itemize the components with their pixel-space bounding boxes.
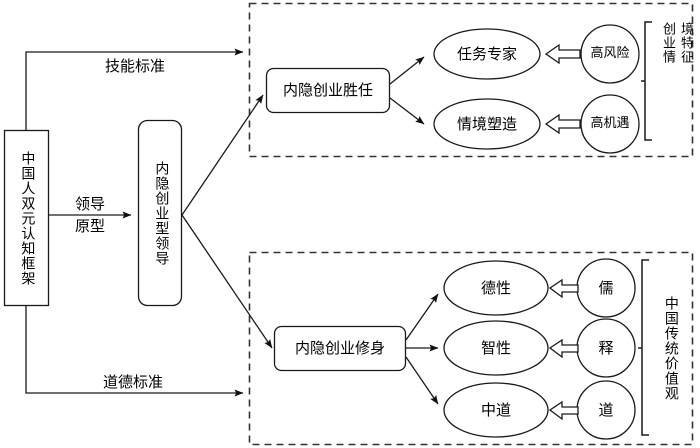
block-arrow-taoism [548,400,579,421]
bottom-group-dashed-border [248,251,694,446]
ellipse-middle-way-label: 中道 [480,400,511,419]
ellipse-wisdom [443,320,549,376]
block-arrow-high-risk [544,43,581,65]
circle-high-opportunity-label: 高机遇 [590,115,630,131]
block-arrow-high-opportunity [544,113,581,135]
edge-label-leader-prototype-line1: 领导 [74,194,105,213]
edge-leader-to-cultivation [181,214,273,349]
circle-high-opportunity [580,94,640,154]
circle-buddhism-label: 释 [598,338,614,357]
root-node-label: 中国人双元认知框架 [19,150,36,286]
bracket-bottom-group [638,259,649,436]
ellipse-context-shaping-label: 情境塑造 [456,114,517,133]
ellipse-virtue [443,260,549,316]
ellipse-task-expert [433,28,541,80]
block-arrow-buddhism [548,338,579,359]
top-group-dashed-border [248,2,694,158]
edge-cultivation-to-virtue [405,293,439,341]
ellipse-virtue-label: 德性 [480,278,511,297]
leader-node-label: 内隐创业型领导 [153,161,170,266]
competence-box-label: 内隐创业胜任 [282,80,373,99]
circle-taoism-label: 道 [598,400,614,419]
bracket-top-group-label-col1: 创业情 [660,22,675,64]
ellipse-context-shaping [433,98,541,150]
cultivation-box-label: 内隐创业修身 [294,338,385,357]
circle-high-risk [580,24,640,84]
edge-competence-to-context-shaping [389,97,425,125]
cultivation-box [273,325,407,372]
edge-skill-standard [25,48,244,130]
edge-leader-to-competence [181,94,264,216]
bracket-top-group [641,21,652,141]
bracket-bottom-group-label: 中国传统价值观 [662,295,679,401]
edge-cultivation-to-middle-way [405,356,439,405]
bracket-top-group-label-col2: 境特征 [678,22,693,64]
circle-high-risk-label: 高风险 [590,45,630,61]
circle-confucianism-label: 儒 [598,278,614,297]
edge-label-skill-standard: 技能标准 [104,56,165,75]
edge-label-moral-standard: 道德标准 [102,372,163,391]
leader-node-box [137,119,183,307]
edge-competence-to-task-expert [389,56,425,85]
ellipse-task-expert-label: 任务专家 [456,44,517,63]
ellipse-wisdom-label: 智性 [480,338,511,357]
competence-box [265,67,391,114]
edge-moral-standard [25,305,244,397]
block-arrow-confucianism [548,278,579,299]
edge-label-leader-prototype-line2: 原型 [74,216,105,235]
root-node-box [3,129,50,307]
ellipse-middle-way [443,382,549,438]
